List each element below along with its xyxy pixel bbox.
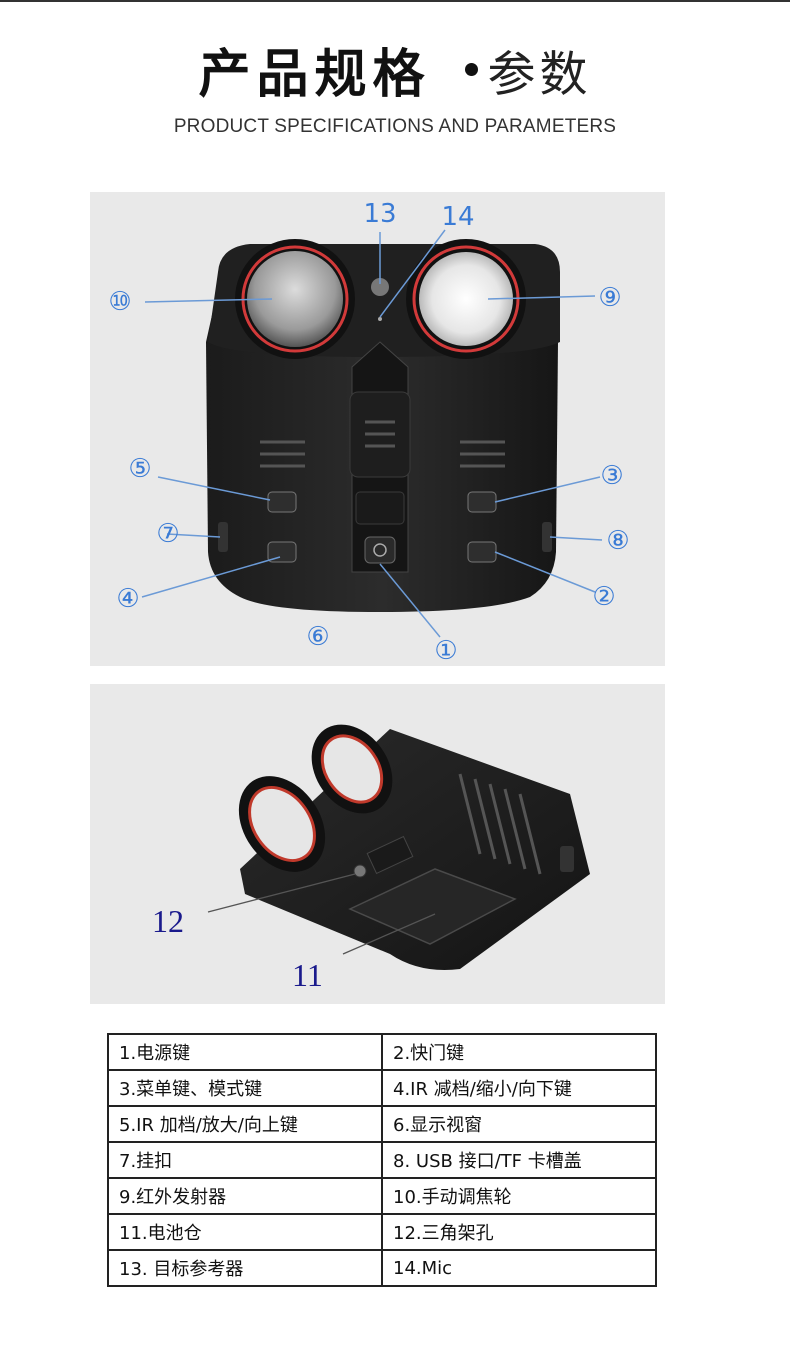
table-row: 9.红外发射器 10.手动调焦轮 bbox=[107, 1177, 657, 1215]
tripod-hole bbox=[353, 864, 367, 878]
page-title: 产品规格参数 bbox=[0, 32, 790, 105]
callout-7: ⑦ bbox=[156, 519, 179, 549]
lens-right-bottom bbox=[320, 734, 384, 804]
spec-cell: 4.IR 减档/缩小/向下键 bbox=[381, 1069, 657, 1107]
target-reference-dot bbox=[371, 278, 389, 296]
spec-cell: 2.快门键 bbox=[381, 1033, 657, 1071]
spec-cell: 3.菜单键、模式键 bbox=[107, 1069, 383, 1107]
mic-hole bbox=[378, 317, 382, 321]
top-rule bbox=[0, 0, 790, 2]
ir-down-button-shape bbox=[267, 541, 297, 563]
callout-3: ③ bbox=[600, 461, 623, 491]
vent-left bbox=[260, 440, 305, 468]
callout-8: ⑧ bbox=[606, 526, 629, 556]
spec-cell: 6.显示视窗 bbox=[381, 1105, 657, 1143]
strap-lug-right bbox=[542, 522, 552, 552]
spec-cell: 14.Mic bbox=[381, 1249, 657, 1287]
power-button-shape bbox=[364, 536, 396, 564]
callout-4: ④ bbox=[116, 584, 139, 614]
table-row: 1.电源键 2.快门键 bbox=[107, 1033, 657, 1071]
bottom-view-diagram: 12 11 bbox=[90, 684, 665, 1004]
side-lug bbox=[560, 846, 574, 872]
lens-left bbox=[247, 251, 343, 347]
callout-10: ⑩ bbox=[108, 287, 131, 317]
spec-cell: 12.三角架孔 bbox=[381, 1213, 657, 1251]
bottom-view-illustration: 12 11 bbox=[152, 724, 590, 993]
front-view-illustration: ⑩ ⑨ 13 14 ⑤ ③ ⑦ ⑧ ④ ② ⑥ ① bbox=[108, 199, 629, 666]
callout-2: ② bbox=[592, 582, 615, 612]
ir-up-button-shape bbox=[267, 491, 297, 513]
strap-lug-left bbox=[218, 522, 228, 552]
spec-cell: 7.挂扣 bbox=[107, 1141, 383, 1179]
vent-center bbox=[365, 420, 395, 448]
power-icon bbox=[373, 543, 387, 557]
front-view-diagram: ⑩ ⑨ 13 14 ⑤ ③ ⑦ ⑧ ④ ② ⑥ ① bbox=[90, 192, 665, 666]
lens-left-bottom bbox=[248, 786, 316, 862]
spec-cell: 10.手动调焦轮 bbox=[381, 1177, 657, 1215]
page-subtitle: PRODUCT SPECIFICATIONS AND PARAMETERS bbox=[173, 116, 617, 137]
callout-labels-front: ⑩ ⑨ 13 14 ⑤ ③ ⑦ ⑧ ④ ② ⑥ ① bbox=[108, 199, 629, 666]
table-row: 11.电池仓 12.三角架孔 bbox=[107, 1213, 657, 1251]
spec-cell: 1.电源键 bbox=[107, 1033, 383, 1071]
menu-button-shape bbox=[467, 491, 497, 513]
leader-lines-bottom bbox=[207, 873, 436, 955]
callout-12: 12 bbox=[152, 903, 184, 939]
lens-ring-right bbox=[412, 245, 520, 353]
callout-6: ⑥ bbox=[306, 622, 329, 652]
table-row: 3.菜单键、模式键 4.IR 减档/缩小/向下键 bbox=[107, 1069, 657, 1107]
callout-9: ⑨ bbox=[598, 283, 621, 313]
callout-5: ⑤ bbox=[128, 454, 151, 484]
battery-door bbox=[348, 868, 517, 945]
title-bullet bbox=[464, 63, 478, 76]
title-sub: 参数 bbox=[487, 46, 592, 103]
spec-cell: 13. 目标参考器 bbox=[107, 1249, 383, 1287]
table-row: 7.挂扣 8. USB 接口/TF 卡槽盖 bbox=[107, 1141, 657, 1179]
callout-1: ① bbox=[434, 636, 457, 666]
table-row: 13. 目标参考器 14.Mic bbox=[107, 1249, 657, 1287]
callout-13: 13 bbox=[363, 199, 396, 229]
spec-cell: 8. USB 接口/TF 卡槽盖 bbox=[381, 1141, 657, 1179]
shutter-button-shape bbox=[467, 541, 497, 563]
table-row: 5.IR 加档/放大/向上键 6.显示视窗 bbox=[107, 1105, 657, 1143]
ir-emitter bbox=[419, 252, 513, 346]
vent-right bbox=[460, 440, 505, 468]
vent-bottom bbox=[458, 773, 542, 875]
leader-lines-front bbox=[141, 229, 603, 638]
spec-table: 1.电源键 2.快门键 3.菜单键、模式键 4.IR 减档/缩小/向下键 5.I… bbox=[107, 1033, 657, 1287]
title-main: 产品规格 bbox=[198, 45, 431, 105]
callout-14: 14 bbox=[441, 202, 474, 232]
bottom-clip bbox=[366, 835, 414, 875]
callout-labels-bottom: 12 11 bbox=[152, 903, 323, 993]
spec-cell: 9.红外发射器 bbox=[107, 1177, 383, 1215]
spec-cell: 11.电池仓 bbox=[107, 1213, 383, 1251]
spec-cell: 5.IR 加档/放大/向上键 bbox=[107, 1105, 383, 1143]
center-grip bbox=[355, 491, 405, 525]
callout-11: 11 bbox=[292, 957, 323, 993]
